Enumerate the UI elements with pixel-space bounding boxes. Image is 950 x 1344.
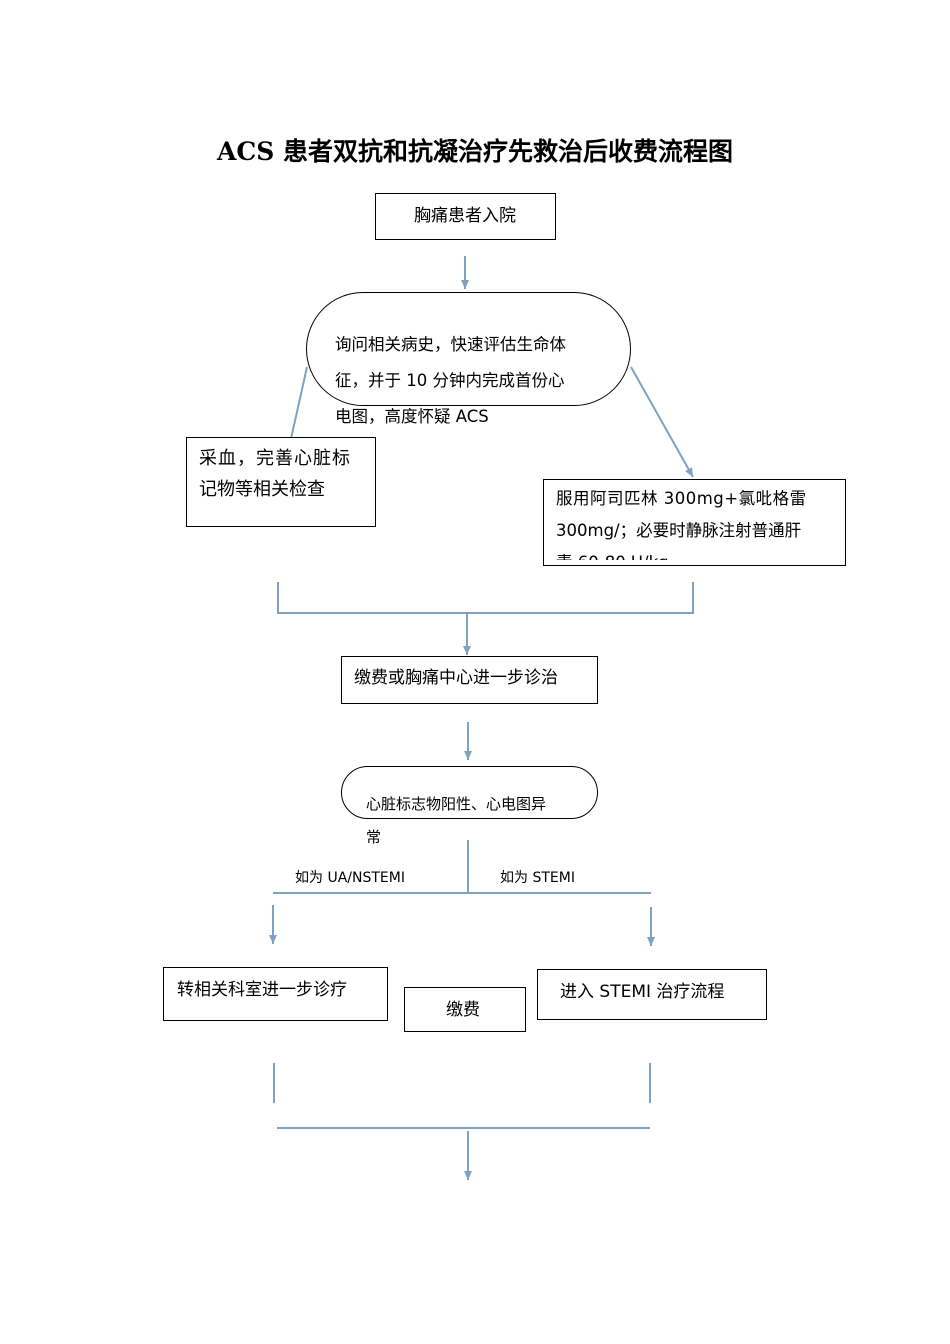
assessment-oval [306,292,631,406]
medication-line-2: 300mg/；必要时静脉注射普通肝 [556,521,802,540]
blood-test-box: 采血，完善心脏标 记物等相关检查 [186,437,376,527]
arrow-to-medication [630,366,694,478]
page-title: ACS 患者双抗和抗凝治疗先救治后收费流程图 [216,137,734,166]
positive-result-line-1: 心脏标志物阳性、心电图异 [366,795,547,813]
medication-line-1: 服用阿司匹林 300mg+氯吡格雷 [556,489,807,508]
admission-label: 胸痛患者入院 [414,206,516,226]
branch-label-left: 如为 UA/NSTEMI [295,870,405,886]
blood-test-line-1: 采血，完善心脏标 [199,448,351,469]
admission-box: 胸痛患者入院 [375,193,556,240]
positive-result-line-2: 常 [366,828,382,846]
stemi-flow-label: 进入 STEMI 治疗流程 [560,982,725,1002]
payment-center-label: 缴费或胸痛中心进一步诊治 [354,668,558,688]
transfer-label: 转相关科室进一步诊疗 [177,980,347,1000]
pay-label: 缴费 [446,1000,480,1020]
positive-result-oval [341,766,598,819]
pay-box: 缴费 [404,987,526,1032]
merge-bracket-1 [277,582,694,614]
medication-line-3: 素 60-80 U/kg [556,549,669,560]
assessment-line-2: 征，并于 10 分钟内完成首份心 [335,371,565,390]
stemi-flow-box: 进入 STEMI 治疗流程 [537,969,767,1020]
assessment-line-1: 询问相关病史，快速评估生命体 [335,335,566,354]
medication-box: 服用阿司匹林 300mg+氯吡格雷 300mg/；必要时静脉注射普通肝 素 60… [543,479,846,566]
branch-label-right: 如为 STEMI [500,870,575,886]
blood-test-line-2: 记物等相关检查 [199,479,325,500]
medication-text-clip: 服用阿司匹林 300mg+氯吡格雷 300mg/；必要时静脉注射普通肝 素 60… [544,480,845,560]
transfer-box: 转相关科室进一步诊疗 [163,967,388,1021]
payment-center-box: 缴费或胸痛中心进一步诊治 [341,656,598,704]
assessment-line-3: 电图，高度怀疑 ACS [335,407,489,426]
